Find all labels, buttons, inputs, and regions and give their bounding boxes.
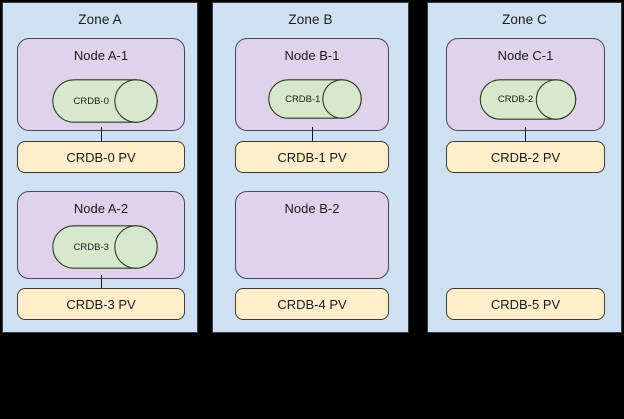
pv-label: CRDB-5 PV [490,296,561,312]
crdb-pod-cylinder[interactable]: CRDB-2 [479,79,577,120]
cylinder-shape [52,225,158,269]
node-box[interactable]: Node A-1 CRDB-0 [17,38,185,131]
cylinder-shape [268,79,362,119]
pv-label: CRDB-2 PV [490,149,561,165]
node-label: Node A-1 [73,48,129,63]
zone-panel-a[interactable]: Zone A Node A-1 CRDB-0 CRDB-0 PV Node A-… [2,2,198,333]
node-label: Node B-1 [284,48,340,63]
pv-label: CRDB-4 PV [277,296,347,312]
crdb-pod-cylinder[interactable]: CRDB-0 [52,79,158,123]
cylinder-shape [52,79,158,123]
crdb-pod-cylinder[interactable]: CRDB-1 [268,79,362,119]
zone-panel-c[interactable]: Zone C Node C-1 CRDB-2 CRDB-2 PV CRDB-5 … [427,2,622,333]
pv-label: CRDB-1 PV [277,149,347,165]
pv-box[interactable]: CRDB-1 PV [235,141,389,173]
node-label: Node C-1 [497,48,554,63]
cylinder-shape [479,79,577,120]
node-label: Node B-2 [284,201,340,216]
pod-to-pv-connector [525,127,526,141]
node-label: Node A-2 [73,201,129,216]
pv-label: CRDB-0 PV [66,149,136,165]
zone-panel-b[interactable]: Zone B Node B-1 CRDB-1 CRDB-1 PV Node B-… [212,2,409,333]
pv-box[interactable]: CRDB-0 PV [17,141,185,173]
pv-box[interactable]: CRDB-2 PV [446,141,605,173]
pv-box[interactable]: CRDB-3 PV [17,288,185,320]
node-box[interactable]: Node C-1 CRDB-2 [446,38,605,131]
zone-title: Zone A [78,12,122,27]
zone-title: Zone B [288,12,333,27]
node-box[interactable]: Node A-2 CRDB-3 [17,191,185,279]
crdb-pod-cylinder[interactable]: CRDB-3 [52,225,158,269]
pod-to-pv-connector [101,127,102,141]
pv-box[interactable]: CRDB-5 PV [446,288,605,320]
zone-title: Zone C [502,12,547,27]
pod-to-pv-connector [312,127,313,141]
pod-to-pv-connector [101,275,102,288]
node-box[interactable]: Node B-1 CRDB-1 [235,38,389,131]
node-box[interactable]: Node B-2 [235,191,389,279]
pv-label: CRDB-3 PV [66,296,136,312]
pv-box[interactable]: CRDB-4 PV [235,288,389,320]
